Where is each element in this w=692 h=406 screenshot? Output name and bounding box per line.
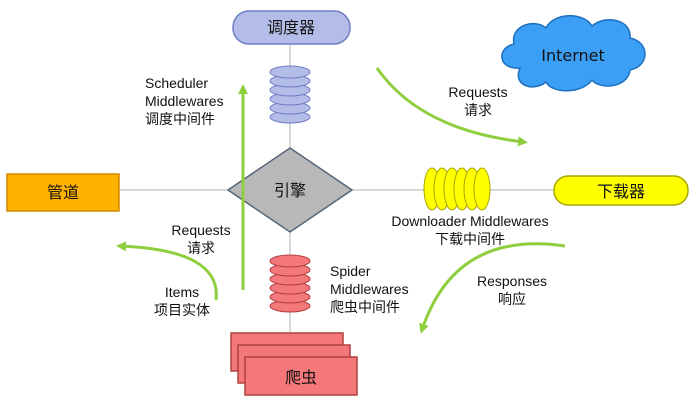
requests-left-label: Requests 请求: [171, 222, 230, 256]
svg-text:响应: 响应: [498, 291, 526, 307]
svg-text:Scheduler: Scheduler: [145, 75, 208, 91]
scheduler-middleware-label: Scheduler Middlewares 调度中间件: [145, 75, 224, 127]
scheduler-node: 调度器: [232, 10, 351, 45]
spider-node: [230, 332, 358, 396]
scheduler-middleware-stack: [269, 65, 311, 124]
spider-middleware-label: Spider Middlewares 爬虫中间件: [330, 263, 409, 315]
svg-text:下载中间件: 下载中间件: [435, 231, 505, 247]
internet-cloud: [501, 15, 646, 92]
flow-arrows: [116, 67, 566, 334]
requests-top-label: Requests 请求: [448, 84, 507, 118]
svg-text:Middlewares: Middlewares: [330, 281, 409, 297]
arrow-responses: [419, 242, 566, 334]
arrow-requests-internet: [375, 67, 528, 147]
svg-text:Spider: Spider: [330, 263, 371, 279]
svg-text:爬虫中间件: 爬虫中间件: [330, 299, 400, 315]
spider-label: 爬虫: [285, 368, 317, 387]
engine-node: 引擎: [226, 147, 354, 233]
responses-label: Responses 响应: [477, 273, 547, 307]
pipeline-label: 管道: [47, 183, 79, 202]
svg-text:Responses: Responses: [477, 273, 547, 289]
pipeline-node: 管道: [6, 173, 120, 212]
scheduler-label: 调度器: [267, 18, 315, 37]
svg-text:Downloader Middlewares: Downloader Middlewares: [391, 213, 548, 229]
spider-middleware-stack: [269, 254, 311, 313]
internet-label: Internet: [541, 46, 605, 65]
downloader-label: 下载器: [597, 182, 645, 201]
svg-text:Requests: Requests: [448, 84, 507, 100]
downloader-node: 下载器: [553, 175, 689, 206]
svg-text:Items: Items: [165, 284, 199, 300]
engine-label: 引擎: [274, 181, 306, 200]
downloader-middleware-stack: [423, 167, 491, 211]
svg-text:Middlewares: Middlewares: [145, 93, 224, 109]
svg-text:调度中间件: 调度中间件: [145, 111, 215, 127]
svg-text:项目实体: 项目实体: [154, 302, 210, 318]
arrow-items-pipeline: [116, 241, 218, 301]
svg-text:Requests: Requests: [171, 222, 230, 238]
items-label: Items 项目实体: [154, 284, 210, 318]
svg-text:请求: 请求: [187, 240, 215, 256]
downloader-middleware-label: Downloader Middlewares 下载中间件: [391, 213, 548, 247]
svg-text:请求: 请求: [464, 102, 492, 118]
